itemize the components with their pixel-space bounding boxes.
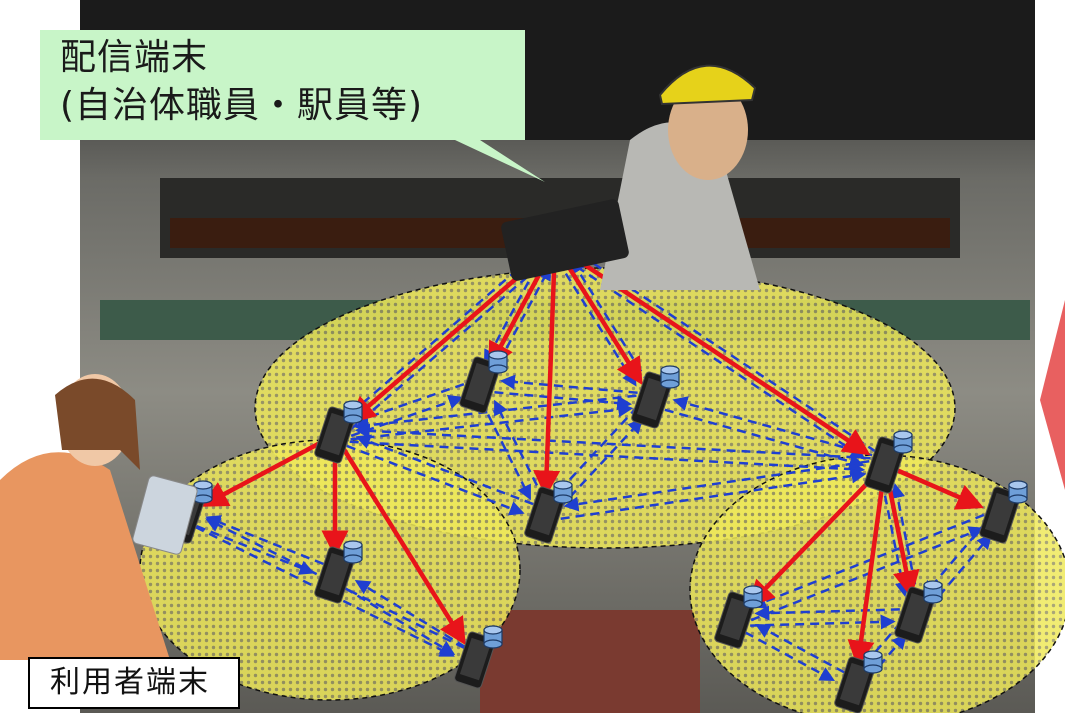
relay-arrow xyxy=(553,395,649,497)
relay-arrow xyxy=(331,579,456,656)
storage-cylinder-icon xyxy=(1008,480,1028,504)
callout-line1: 配信端末 xyxy=(60,37,209,78)
relay-arrow xyxy=(499,374,653,396)
storage-cylinder-icon xyxy=(343,540,363,564)
storage-cylinder-icon xyxy=(743,585,763,609)
crowd-figure xyxy=(480,610,700,713)
callout-line2: (自治体職員・駅員等) xyxy=(60,85,424,126)
edge-pink-shape xyxy=(1040,300,1065,490)
relay-arrows xyxy=(181,239,999,690)
relay-arrow xyxy=(353,392,652,433)
relay-arrow xyxy=(755,624,859,681)
relay-arrow xyxy=(182,519,315,575)
user-terminal-label: 利用者端末 xyxy=(28,657,240,709)
push-arrow xyxy=(847,464,888,668)
storage-cylinder-icon xyxy=(553,480,573,504)
relay-arrow xyxy=(354,423,886,461)
broadcast-zone-right xyxy=(689,454,1065,713)
storage-cylinder-icon xyxy=(863,650,883,674)
distributor-tablet xyxy=(501,199,629,281)
relay-arrow xyxy=(574,250,890,462)
push-arrow xyxy=(533,244,561,498)
relay-arrow xyxy=(754,605,915,621)
relay-arrow xyxy=(355,434,548,511)
storage-cylinder-icon xyxy=(660,365,680,389)
relay-arrow xyxy=(563,457,885,512)
user-figure xyxy=(0,374,198,660)
storage-cylinder-icon xyxy=(893,430,913,454)
distributor-callout-text: 配信端末 (自治体職員・駅員等) xyxy=(60,34,530,130)
relay-arrow xyxy=(650,404,865,469)
relay-arrow xyxy=(335,402,634,443)
relay-arrow xyxy=(332,439,525,516)
relay-arrow xyxy=(205,515,338,571)
distributor-callout xyxy=(40,30,545,182)
relay-arrow xyxy=(334,439,866,477)
storage-cylinder-icon xyxy=(483,625,503,649)
device-nodes xyxy=(164,350,1028,713)
relay-arrow xyxy=(735,614,896,630)
relay-arrow xyxy=(548,247,637,387)
relay-arrow xyxy=(479,389,633,411)
storage-cylinder-icon xyxy=(343,400,363,424)
relay-arrow xyxy=(731,624,835,681)
push-arrow xyxy=(884,462,984,510)
storage-cylinder-icon xyxy=(193,480,213,504)
relay-arrow xyxy=(570,258,659,398)
push-arrow xyxy=(200,433,337,507)
push-arrow xyxy=(747,463,887,608)
storage-cylinder-icon xyxy=(488,350,508,374)
user-tablet xyxy=(132,475,198,555)
relay-arrow xyxy=(863,610,912,667)
storage-cylinder-icon xyxy=(923,580,943,604)
push-arrow xyxy=(333,433,466,646)
relay-arrow xyxy=(545,468,867,523)
distributor-worker-figure xyxy=(501,64,760,290)
